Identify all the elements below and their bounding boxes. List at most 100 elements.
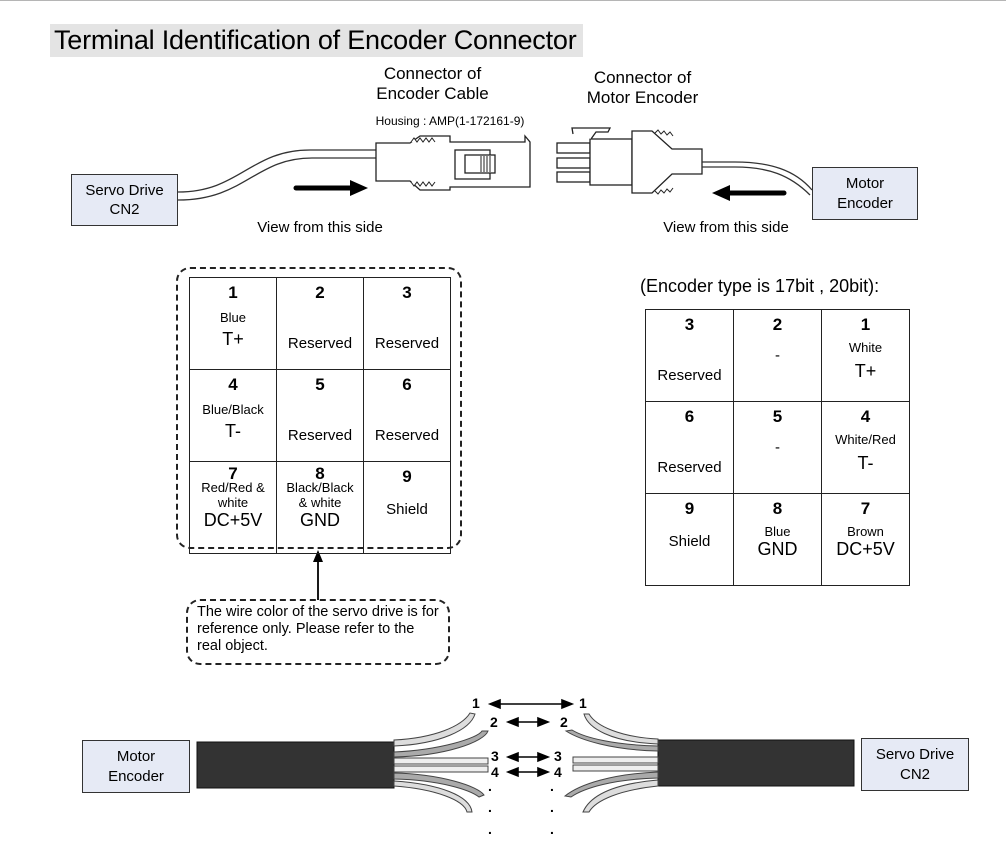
bottom-motor-encoder-label: Motor	[116, 748, 156, 765]
view-from-side-left: View from this side	[257, 219, 383, 236]
housing-label: Housing : AMP(1-172161-9)	[375, 114, 525, 128]
bottom-motor-encoder-sublabel: Encoder	[108, 767, 164, 785]
pin-number: 1	[860, 315, 871, 334]
pin-signal: GND	[300, 509, 340, 530]
pin-signal: Shield	[668, 533, 711, 550]
pin-signal: Reserved	[287, 335, 353, 352]
continuation-dot: .	[488, 799, 492, 815]
pin-wire-color: Blue	[764, 524, 791, 539]
pin-cell-6: 6 Reserved	[645, 401, 734, 494]
pin-wire-color: Brown	[847, 524, 884, 539]
pin-signal: T+	[854, 360, 877, 381]
servo-drive-box-sublabel: CN2	[109, 201, 140, 218]
view-arrow-right-icon	[293, 180, 368, 196]
encoder-type-caption: (Encoder type is 17bit , 20bit):	[640, 276, 880, 296]
view-from-side-right: View from this side	[663, 219, 789, 236]
encoder-cable-connector-title-2: Encoder Cable	[376, 84, 489, 104]
left-cable-jacket	[196, 741, 395, 789]
pin-signal: Reserved	[657, 459, 722, 476]
wire-label-right-2: 2	[560, 714, 568, 730]
pin-signal: DC+5V	[836, 538, 895, 559]
top-border-line	[0, 0, 1006, 1]
pin-cell-6: 6 Reserved	[363, 369, 451, 462]
encoder-cable-wire	[177, 149, 376, 201]
bottom-servo-drive-sublabel: CN2	[899, 765, 930, 783]
continuation-dot: .	[488, 821, 492, 837]
wire-color-note: The wire color of the servo drive is for…	[186, 599, 450, 665]
pin-number: 9	[402, 467, 412, 486]
right-cable-wires	[563, 713, 659, 813]
pin-cell-4: 4 Blue/Black T-	[189, 369, 277, 462]
page-title: Terminal Identification of Encoder Conne…	[50, 24, 583, 57]
continuation-dot: .	[550, 821, 554, 837]
pin-cell-5: 5 Reserved	[276, 369, 364, 462]
motor-encoder-wire	[702, 161, 813, 196]
pin-cell-4: 4 White/Red T-	[821, 401, 910, 494]
encoder-cable-connector-title: Connector of	[383, 64, 482, 83]
wire-label-right-3: 3	[554, 748, 562, 764]
left-cable-wires	[393, 712, 489, 813]
pin-cell-8: 8 Blue GND	[733, 493, 822, 586]
pin-cell-9: 9 Shield	[645, 493, 734, 586]
pin-signal: GND	[757, 538, 798, 559]
pin-signal: Reserved	[657, 367, 722, 384]
pin-number: 2	[315, 283, 325, 302]
pin-number: 8	[315, 464, 325, 483]
pin-signal: -	[775, 439, 780, 456]
encoder-cable-connector-icon	[375, 134, 531, 191]
wire-label-left-3: 3	[491, 748, 499, 764]
right-cable-jacket	[657, 739, 855, 787]
pin-cell-2: 2 -	[733, 309, 822, 402]
continuation-dot: .	[488, 778, 492, 794]
pin-cell-7: 7 Red/Red & white DC+5V	[189, 461, 277, 554]
pin-wire-color: Blue	[219, 310, 247, 325]
pin-signal: T-	[857, 452, 874, 473]
pin-wire-color: Red/Red &	[201, 480, 265, 495]
pin-number: 6	[684, 407, 695, 426]
pin-cell-2: 2 Reserved	[276, 277, 364, 370]
pin-number: 7	[228, 464, 238, 483]
note-pointer-arrow-icon	[313, 550, 323, 600]
pin-number: 3	[402, 283, 412, 302]
pin-cell-7: 7 Brown DC+5V	[821, 493, 910, 586]
pin-signal: T+	[222, 328, 244, 349]
pin-number: 9	[684, 499, 695, 518]
pin-number: 2	[772, 315, 783, 334]
pin-number: 5	[772, 407, 783, 426]
motor-encoder-box-label: Motor	[845, 175, 885, 192]
motor-encoder-connector-title-2: Motor Encoder	[586, 88, 699, 108]
pin-wire-color-2: white	[217, 494, 249, 510]
continuation-dot: .	[550, 799, 554, 815]
pin-number: 4	[228, 375, 238, 394]
pin-number: 6	[402, 375, 412, 394]
pin-signal: Shield	[386, 501, 428, 518]
pin-cell-1: 1 Blue T+	[189, 277, 277, 370]
motor-encoder-connector-title: Connector of	[593, 68, 692, 87]
pin-signal: T-	[225, 420, 241, 441]
pin-signal: -	[775, 347, 780, 364]
pin-cell-3: 3 Reserved	[363, 277, 451, 370]
pin-number: 5	[315, 375, 325, 394]
pin-cell-9: 9 Shield	[363, 461, 451, 554]
pin-wire-color: Blue/Black	[202, 402, 264, 417]
servo-drive-box-label: Servo Drive	[85, 181, 164, 199]
pin-signal: DC+5V	[203, 509, 263, 530]
motor-encoder-connector-icon	[556, 127, 703, 195]
pin-cell-1: 1 White T+	[821, 309, 910, 402]
pin-signal: Reserved	[374, 335, 440, 352]
pin-wire-color-2: & white	[298, 494, 342, 510]
continuation-dot: .	[550, 778, 554, 794]
wire-label-left-1: 1	[472, 695, 480, 711]
pin-wire-color: White/Red	[835, 432, 896, 447]
pin-wire-color: White	[848, 340, 883, 355]
pin-cell-5: 5 -	[733, 401, 822, 494]
wire-label-left-4: 4	[491, 764, 499, 780]
wire-label-right-4: 4	[554, 764, 562, 780]
pin-cell-3: 3 Reserved	[645, 309, 734, 402]
motor-encoder-pin-table: 3 Reserved 2 - 1 White T+ 6 Reserved 5 -…	[645, 309, 910, 586]
view-arrow-left-icon	[712, 185, 787, 201]
